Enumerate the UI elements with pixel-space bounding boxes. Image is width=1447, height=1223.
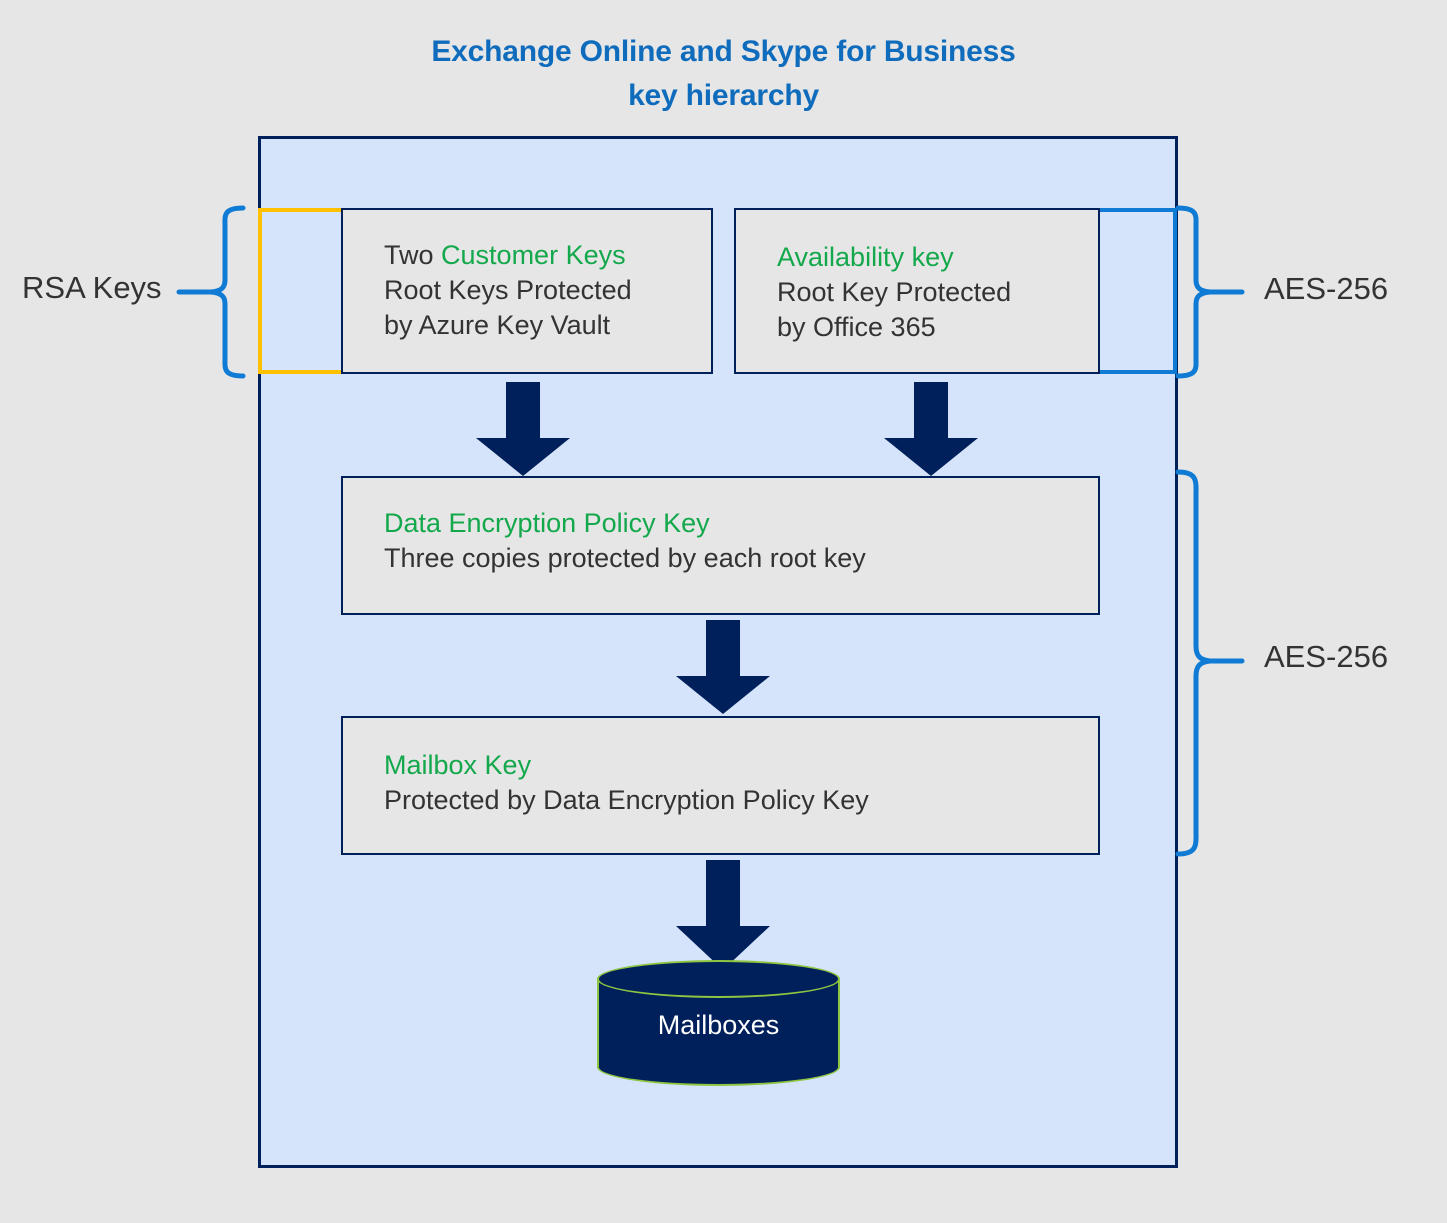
aes-256-top-label: AES-256 <box>1264 271 1389 306</box>
customer-keys-line-1: Two Customer Keys <box>384 238 699 273</box>
mailbox-key-box[interactable]: Mailbox Key Protected by Data Encryption… <box>341 716 1100 855</box>
aes-256-bottom-brace <box>1175 468 1245 858</box>
customer-keys-prefix: Two <box>384 240 442 270</box>
customer-keys-highlight: Customer Keys <box>441 240 626 270</box>
aes-256-bottom-label: AES-256 <box>1264 639 1389 674</box>
mailbox-key-line-2: Protected by Data Encryption Policy Key <box>384 784 869 815</box>
arrow-dep-to-mailbox-key-icon <box>676 620 770 714</box>
customer-keys-line-3: by Azure Key Vault <box>384 309 611 340</box>
rsa-keys-label: RSA Keys <box>22 270 162 305</box>
availability-key-line-3: by Office 365 <box>777 311 936 342</box>
availability-key-line-1: Availability key <box>777 242 954 272</box>
arrow-mailbox-key-to-mailboxes-icon <box>676 860 770 970</box>
rsa-keys-brace <box>176 204 246 380</box>
availability-key-text: Availability key Root Key Protected by O… <box>777 240 1086 344</box>
arrow-availability-key-to-dep-icon <box>884 382 978 476</box>
aes-256-top-brace <box>1175 204 1245 380</box>
page-title: Exchange Online and Skype for Business k… <box>0 30 1447 119</box>
data-encryption-policy-key-box[interactable]: Data Encryption Policy Key Three copies … <box>341 476 1100 615</box>
customer-keys-box[interactable]: Two Customer Keys Root Keys Protected by… <box>341 208 713 374</box>
mailbox-key-text: Mailbox Key Protected by Data Encryption… <box>384 748 1086 818</box>
cylinder-top <box>597 960 840 998</box>
data-encryption-policy-key-line-2: Three copies protected by each root key <box>384 542 866 573</box>
mailboxes-datastore-icon: Mailboxes <box>597 960 840 1086</box>
arrow-customer-keys-to-dep-icon <box>476 382 570 476</box>
mailbox-key-line-1: Mailbox Key <box>384 750 532 780</box>
customer-keys-text: Two Customer Keys Root Keys Protected by… <box>384 238 699 342</box>
data-encryption-policy-key-text: Data Encryption Policy Key Three copies … <box>384 506 1086 576</box>
mailboxes-label: Mailboxes <box>657 1010 780 1040</box>
data-encryption-policy-key-line-1: Data Encryption Policy Key <box>384 508 710 538</box>
page-title-line-2: key hierarchy <box>628 79 819 113</box>
availability-key-box[interactable]: Availability key Root Key Protected by O… <box>734 208 1100 374</box>
availability-key-line-2: Root Key Protected <box>777 276 1012 307</box>
customer-keys-line-2: Root Keys Protected <box>384 274 632 305</box>
page-title-line-1: Exchange Online and Skype for Business <box>431 35 1016 68</box>
